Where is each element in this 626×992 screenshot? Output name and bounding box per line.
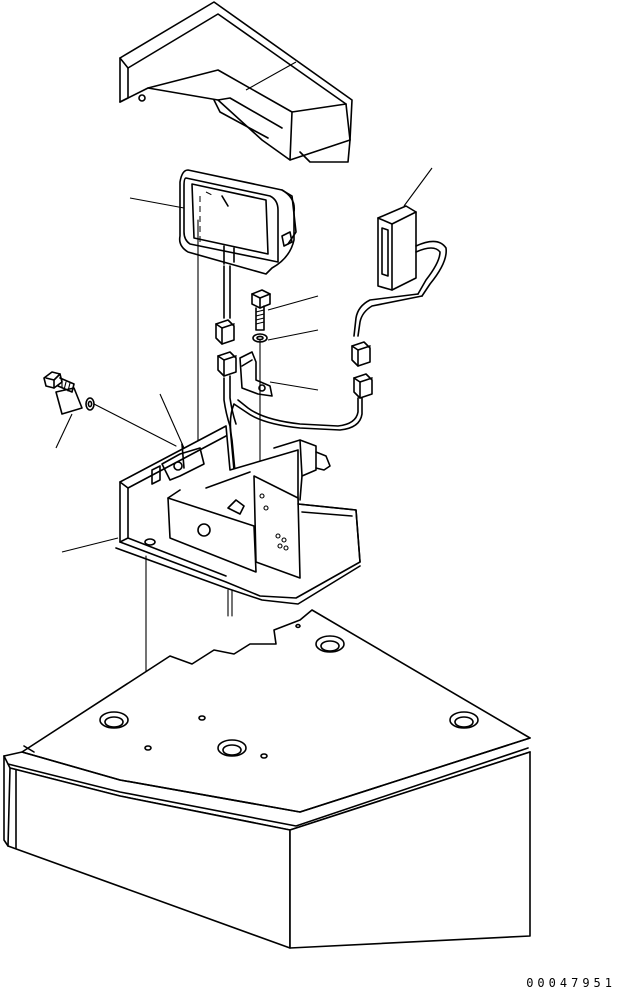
clamp-bracket [239,351,273,397]
relay-unit [353,205,447,337]
leader-work-lamp [129,197,185,209]
leader-bracket-tab [159,393,185,449]
connector-right-upper [351,341,371,367]
lamp-cover [119,1,353,163]
connector-left-lower [217,351,237,471]
left-bolt [43,371,83,415]
connector-left-upper [215,319,235,345]
leader-bolt [267,295,319,311]
leader-cover [245,61,297,91]
lamp-mount-bracket [115,425,361,605]
drawing-number: 00047951 [526,976,616,990]
left-washer [85,397,95,411]
hex-bolt [251,289,271,331]
work-lamp [178,169,297,319]
leader-clamp [269,381,319,391]
leader-washer [267,329,319,341]
leader-left-bolt [55,413,73,449]
connector-right-lower [353,373,373,399]
harness-cable [229,397,363,483]
leader-relay [403,167,433,207]
base-housing [3,609,531,949]
leader-lamp-bracket [61,537,119,553]
